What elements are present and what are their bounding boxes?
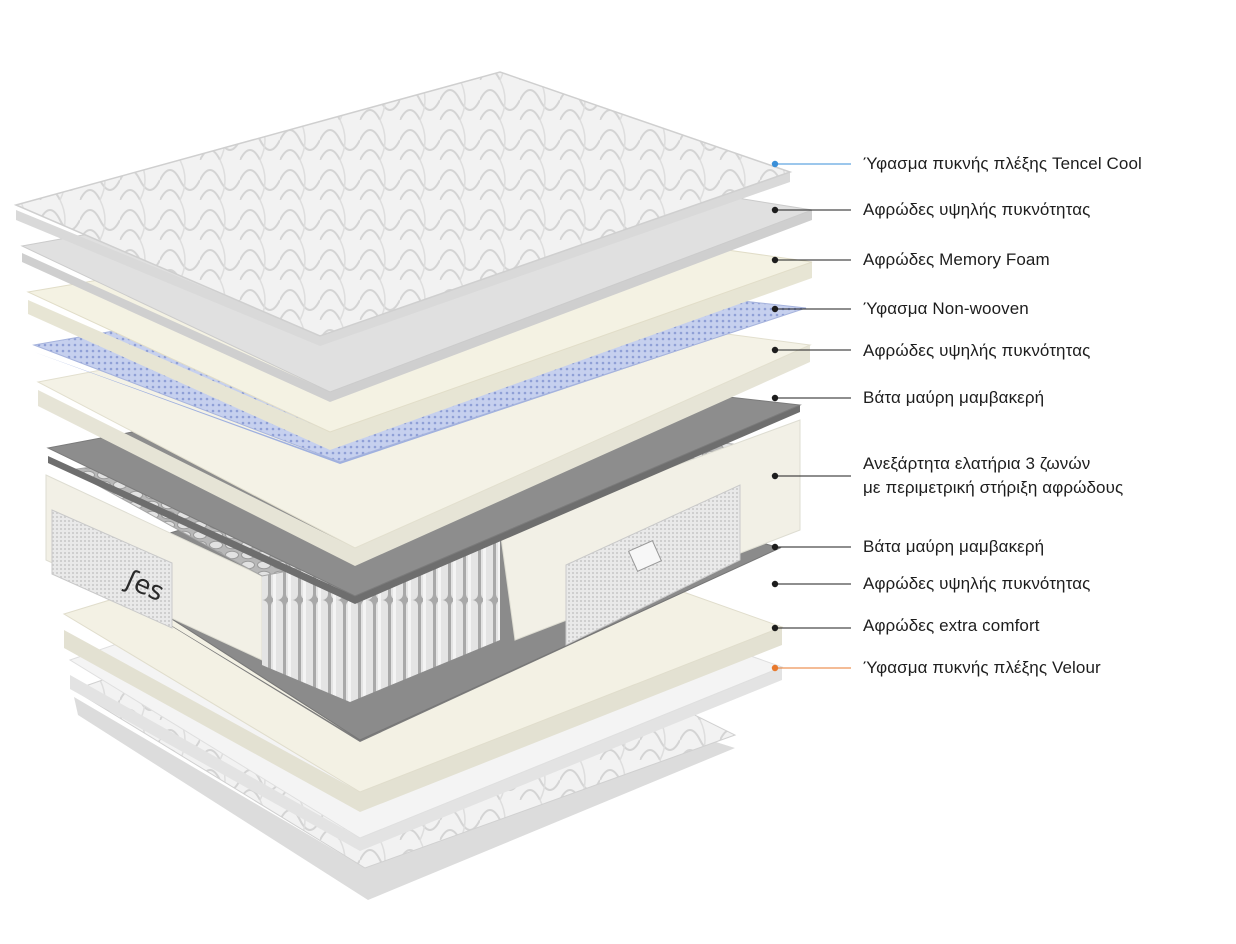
leader-dot	[771, 394, 779, 402]
layer-label-black-batting-lower: Βάτα μαύρη μαμβακερή	[863, 537, 1045, 556]
leader-dot	[771, 206, 779, 214]
layer-label-velour-fabric: Ύφασμα πυκνής πλέξης Velour	[863, 658, 1101, 677]
layer-label-pocket-springs-line2: με περιμετρική στήριξη αφρώδους	[863, 478, 1124, 497]
leader-dot	[771, 346, 779, 354]
leader-dot	[771, 543, 779, 551]
layer-label-high-density-foam-top: Αφρώδες υψηλής πυκνότητας	[863, 200, 1091, 219]
layer-label-memory-foam: Αφρώδες Memory Foam	[863, 250, 1050, 269]
callout-leaders	[771, 160, 851, 672]
leader-dot	[771, 305, 779, 313]
leader-dot	[771, 580, 779, 588]
layer-label-black-batting-upper: Βάτα μαύρη μαμβακερή	[863, 388, 1045, 407]
tencel-top-cover-layer	[13, 71, 793, 346]
layer-label-pocket-springs: Ανεξάρτητα ελατήρια 3 ζωνών	[863, 454, 1091, 473]
leader-dot	[771, 472, 779, 480]
layer-label-extra-comfort: Αφρώδες extra comfort	[863, 616, 1040, 635]
layer-label-tencel-cover: Ύφασμα πυκνής πλέξης Tencel Cool	[863, 154, 1142, 173]
leader-dot	[771, 160, 779, 168]
layer-label-high-density-foam-lower: Αφρώδες υψηλής πυκνότητας	[863, 574, 1091, 593]
layer-label-non-woven: Ύφασμα Non-wooven	[863, 299, 1029, 318]
leader-dot	[771, 624, 779, 632]
layer-label-high-density-foam-middle: Αφρώδες υψηλής πυκνότητας	[863, 341, 1091, 360]
leader-dot	[771, 664, 779, 672]
leader-dot	[771, 256, 779, 264]
